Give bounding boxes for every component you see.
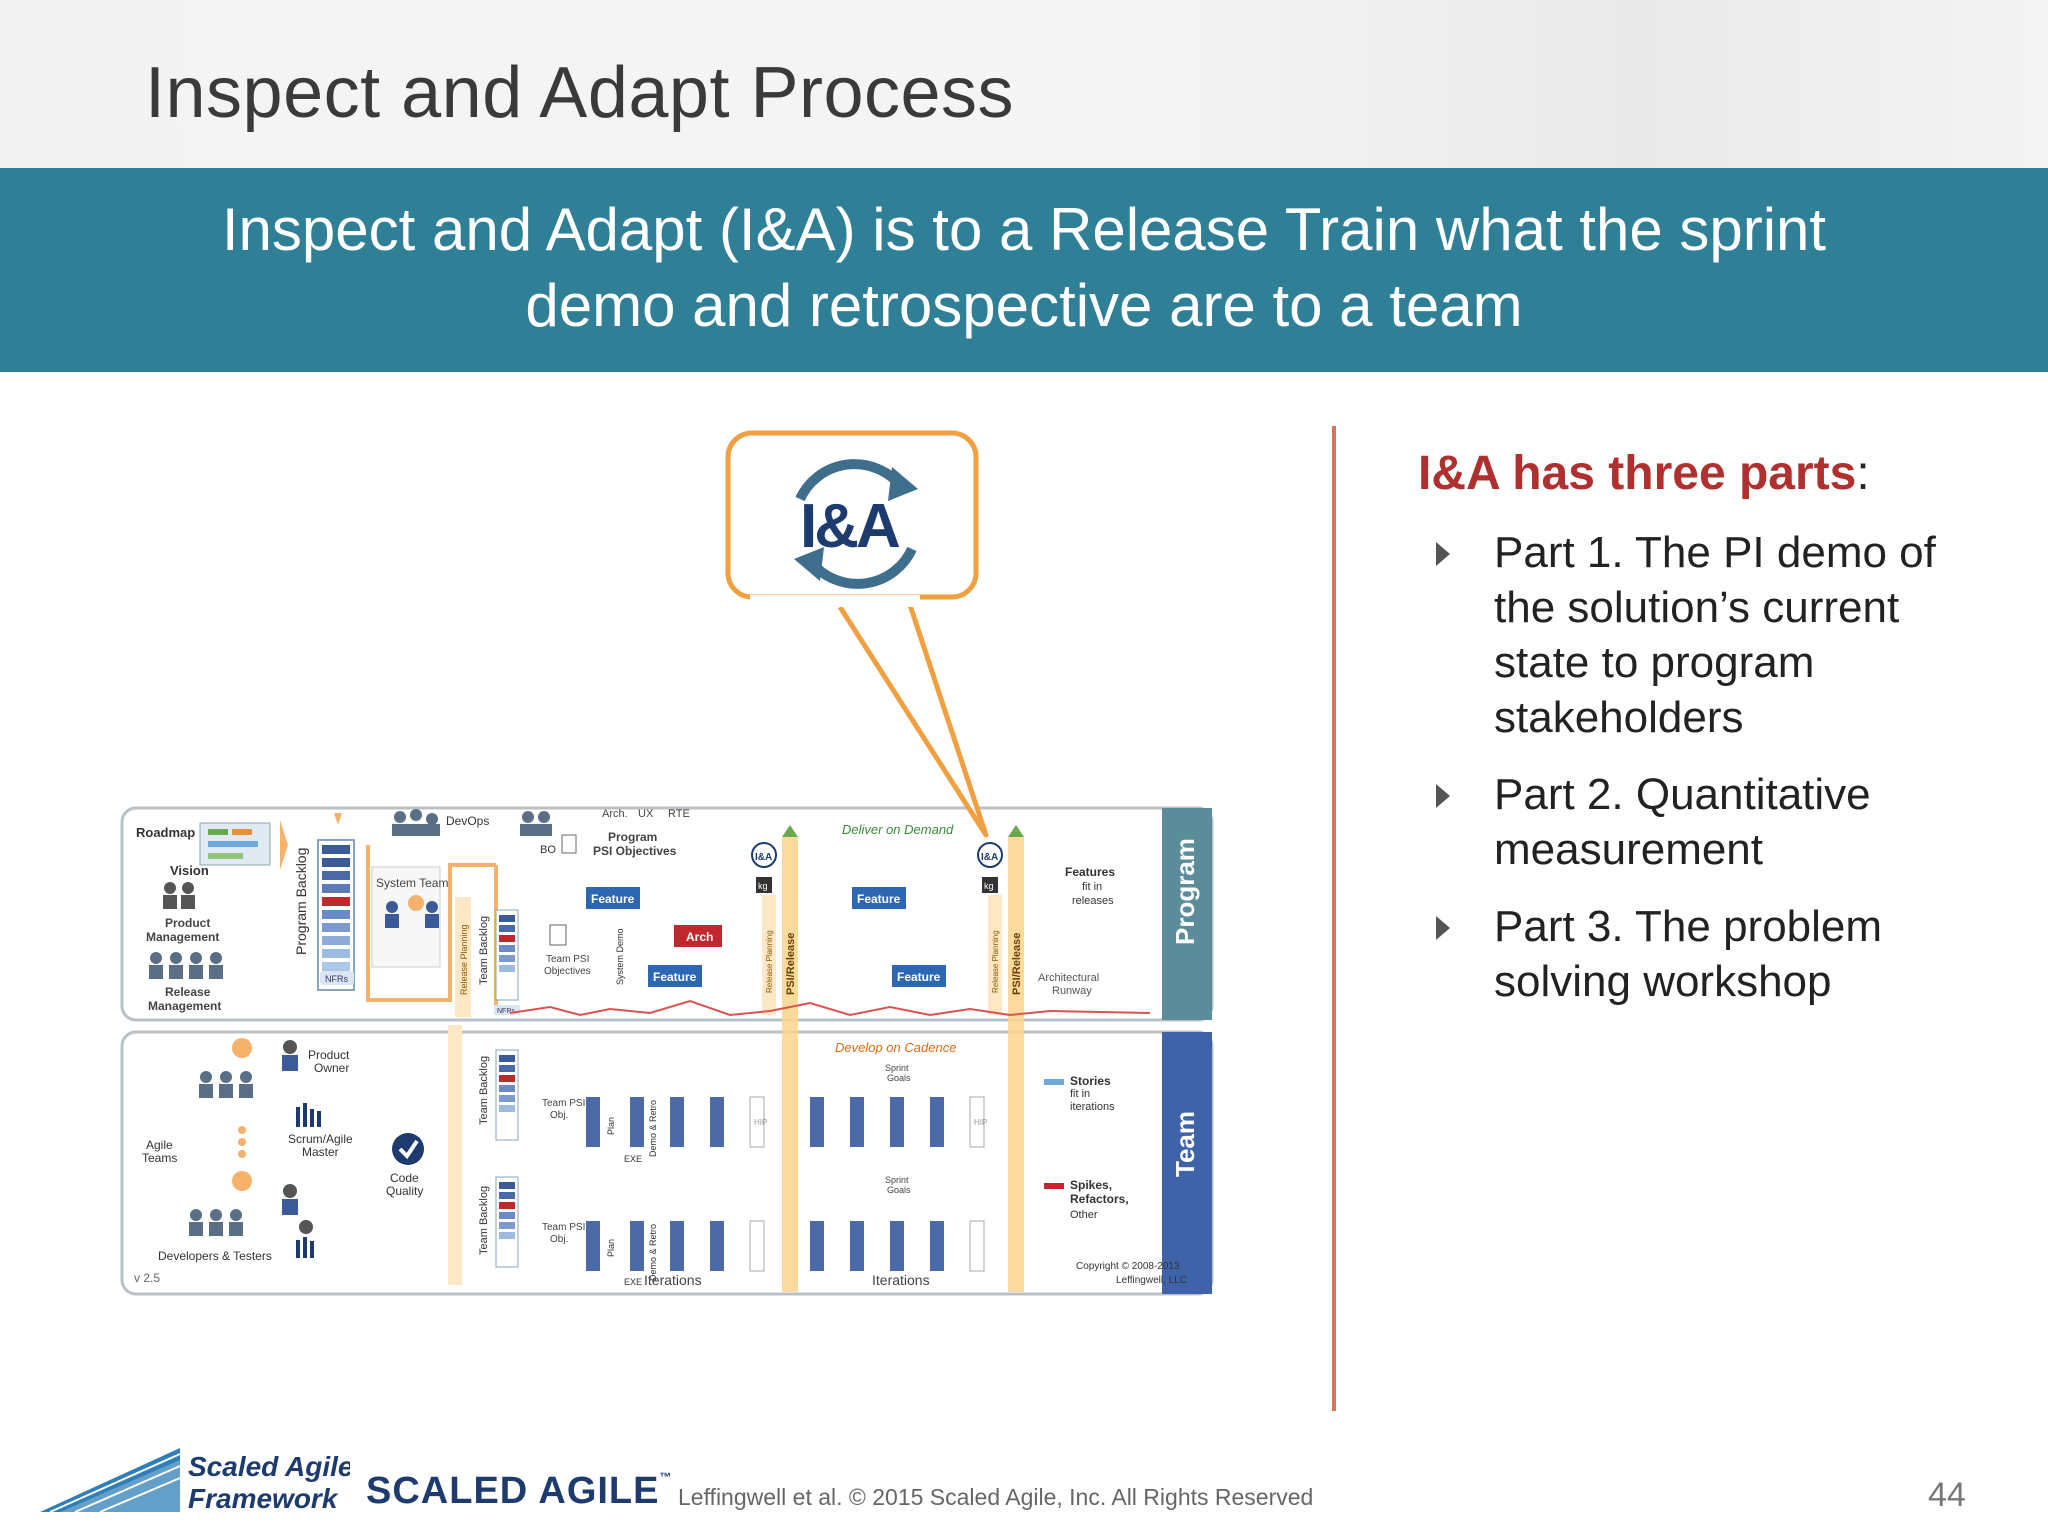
ux-label: UX xyxy=(638,808,654,820)
svg-text:Team Backlog: Team Backlog xyxy=(478,1056,490,1125)
svg-text:Scaled Agile: Scaled Agile xyxy=(188,1451,350,1482)
version-label: v 2.5 xyxy=(134,1271,160,1285)
callout-tail xyxy=(840,605,986,835)
svg-text:Release Planning: Release Planning xyxy=(991,930,1000,993)
svg-text:EXE: EXE xyxy=(624,1277,642,1287)
svg-text:Feature: Feature xyxy=(591,892,635,906)
svg-text:Feature: Feature xyxy=(897,970,941,984)
svg-text:I&A: I&A xyxy=(755,852,772,863)
bullet-arrow-icon xyxy=(1436,542,1450,566)
svg-text:kg: kg xyxy=(758,881,768,891)
develop-on-cadence-label: Develop on Cadence xyxy=(835,1040,956,1055)
subtitle-banner: Inspect and Adapt (I&A) is to a Release … xyxy=(0,168,2048,372)
callout-label: I&A xyxy=(800,492,900,561)
iterations-label-1: Iterations xyxy=(644,1272,702,1288)
team-band-label: Team xyxy=(1170,1111,1200,1177)
program-band-label: Program xyxy=(1170,838,1200,945)
team-backlog-stack-1 xyxy=(496,1050,518,1140)
svg-text:Arch: Arch xyxy=(686,930,713,944)
svg-text:Feature: Feature xyxy=(857,892,901,906)
svg-text:Plan: Plan xyxy=(606,1117,616,1135)
team-section xyxy=(122,1032,1212,1294)
scaled-agile-framework-logo: Scaled Agile Framework xyxy=(40,1440,350,1520)
svg-text:HIP: HIP xyxy=(974,1118,987,1127)
banner-line-1: Inspect and Adapt (I&A) is to a Release … xyxy=(222,196,1826,263)
program-backlog-stack xyxy=(318,840,354,990)
list-item: Part 2. Quantitative measurement xyxy=(1430,767,1990,877)
code-quality-icon xyxy=(392,1133,424,1165)
vision-label: Vision xyxy=(170,863,209,878)
agile-team-icon-1 xyxy=(199,1071,253,1098)
deliver-on-demand-label: Deliver on Demand xyxy=(842,822,954,837)
banner-text: Inspect and Adapt (I&A) is to a Release … xyxy=(100,192,1948,344)
svg-text:kg: kg xyxy=(984,881,994,891)
scaled-agile-logo: SCALED AGILE™ xyxy=(366,1470,673,1513)
diagram-copyright: Copyright © 2008-2013 xyxy=(1076,1261,1180,1272)
banner-line-2: demo and retrospective are to a team xyxy=(525,272,1522,339)
svg-text:Release Planning: Release Planning xyxy=(459,924,469,995)
list-item: Part 3. The problem solving workshop xyxy=(1430,899,1990,1009)
list-item: Part 1. The PI demo of the solution’s cu… xyxy=(1430,525,1990,745)
svg-text:Feature: Feature xyxy=(653,970,697,984)
psi-release-column-1 xyxy=(782,837,798,1292)
stories-legend-swatch xyxy=(1044,1079,1064,1085)
svg-text:Release Planning: Release Planning xyxy=(765,930,774,993)
program-nfrs-label: NFRs xyxy=(325,974,348,984)
parts-heading: I&A has three parts: xyxy=(1418,446,1870,501)
page-number: 44 xyxy=(1928,1476,1966,1515)
stories-legend: Stories xyxy=(1070,1074,1111,1088)
bullet-arrow-icon xyxy=(1436,784,1450,808)
svg-text:Framework: Framework xyxy=(188,1483,339,1514)
rte-label: RTE xyxy=(668,808,690,820)
system-demo-label: System Demo xyxy=(615,928,625,985)
team-backlog-stack-program xyxy=(496,910,518,1000)
developers-testers-label: Developers & Testers xyxy=(158,1249,272,1263)
svg-text:EXE: EXE xyxy=(624,1154,642,1164)
diagram-leffingwell: Leffingwell, LLC xyxy=(1116,1275,1187,1286)
svg-text:HIP: HIP xyxy=(754,1118,767,1127)
svg-text:NFRs: NFRs xyxy=(497,1008,515,1015)
psi-release-column-2 xyxy=(1008,837,1024,1292)
roadmap-label: Roadmap xyxy=(136,825,195,840)
arch-label: Arch. xyxy=(602,808,628,820)
team-backlog-stack-2 xyxy=(496,1177,518,1267)
bo-label: BO xyxy=(540,844,556,856)
spikes-legend-sub: Other xyxy=(1070,1209,1098,1221)
team-backlog-label-program: Team Backlog xyxy=(478,916,490,985)
svg-text:I&A: I&A xyxy=(981,852,998,863)
agile-team-icon-2 xyxy=(189,1209,243,1236)
svg-text:Team Backlog: Team Backlog xyxy=(478,1186,490,1255)
svg-text:PSI/Release: PSI/Release xyxy=(785,933,797,995)
program-backlog-label: Program Backlog xyxy=(293,848,309,955)
svg-text:PSI/Release: PSI/Release xyxy=(1011,933,1023,995)
devops-label: DevOps xyxy=(446,814,489,828)
column-divider xyxy=(1332,426,1336,1411)
svg-text:Demo & Retro: Demo & Retro xyxy=(648,1100,658,1157)
system-team-label: System Team xyxy=(376,876,448,890)
slide-title: Inspect and Adapt Process xyxy=(145,52,1014,134)
title-area: Inspect and Adapt Process xyxy=(0,0,2048,168)
bullet-arrow-icon xyxy=(1436,916,1450,940)
spikes-legend-swatch xyxy=(1044,1183,1064,1189)
iterations-label-2: Iterations xyxy=(872,1272,930,1288)
footer-copyright: Leffingwell et al. © 2015 Scaled Agile, … xyxy=(678,1484,1313,1511)
svg-text:Plan: Plan xyxy=(606,1239,616,1257)
parts-list: Part 1. The PI demo of the solution’s cu… xyxy=(1430,525,1990,1031)
